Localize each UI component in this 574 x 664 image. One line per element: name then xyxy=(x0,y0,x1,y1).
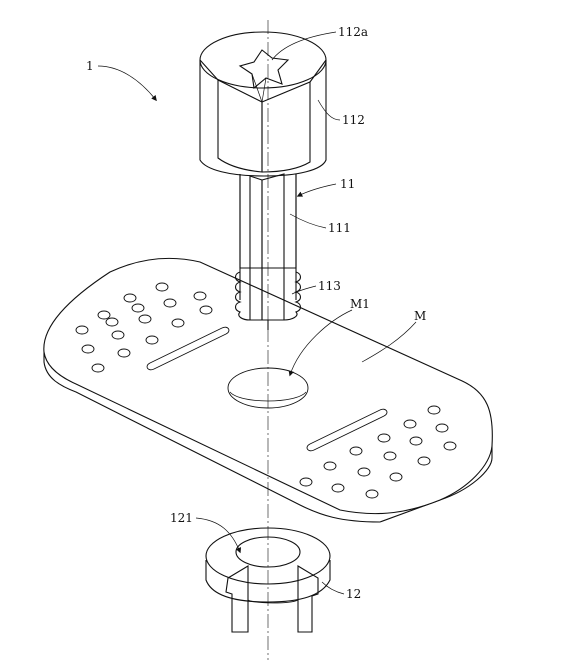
plate-perforations-right xyxy=(299,405,457,499)
label-screw-thread: 113 xyxy=(318,279,341,293)
leader-lines xyxy=(97,31,417,595)
bushing-section-right xyxy=(297,565,319,633)
screw xyxy=(199,31,327,330)
label-screw-shank: 111 xyxy=(328,221,351,235)
plate-slot-left xyxy=(146,326,230,371)
label-screw-head-socket: 112a xyxy=(338,25,368,39)
screw-head-section-left xyxy=(217,79,263,173)
label-plate: M xyxy=(414,309,426,323)
screw-thread xyxy=(234,271,302,321)
screw-head-section-right xyxy=(261,81,311,173)
label-bushing: 12 xyxy=(346,587,361,601)
plate-slot-right xyxy=(306,408,388,452)
label-screw: 11 xyxy=(340,177,355,191)
label-assembly: 1 xyxy=(86,59,94,73)
plate-perforations-left xyxy=(75,282,213,373)
bushing-section-left xyxy=(225,565,249,633)
label-screw-head: 112 xyxy=(342,113,365,127)
plate xyxy=(43,257,493,523)
bushing xyxy=(205,527,331,633)
star-socket-icon xyxy=(238,49,290,90)
label-plate-hole: M1 xyxy=(350,297,370,311)
label-bushing-bore: 121 xyxy=(170,511,193,525)
